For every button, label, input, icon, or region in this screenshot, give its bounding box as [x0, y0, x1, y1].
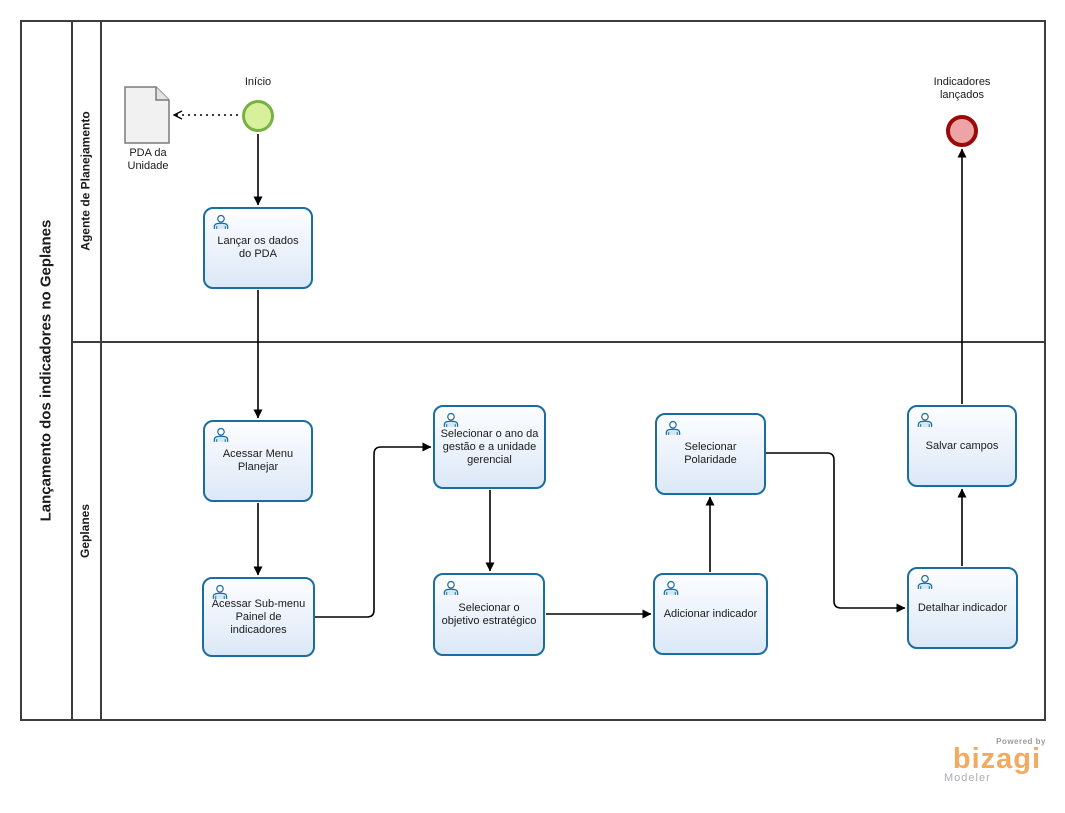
bizagi-logo: bizagi	[952, 743, 1042, 775]
end-event-label: Indicadores lançados	[933, 76, 991, 101]
task-adicionar-indicador[interactable]: Adicionar indicador	[653, 573, 768, 655]
task-label: Selecionar Polaridade	[684, 441, 737, 466]
pool-title-divider	[71, 20, 73, 721]
task-lancar-dados-pda[interactable]: Lançar os dados do PDA	[203, 207, 313, 289]
task-label: Acessar Sub-menu Painel de indicadores	[211, 597, 306, 636]
task-acessar-menu-planejar[interactable]: Acessar Menu Planejar	[203, 420, 313, 502]
task-label: Selecionar o objetivo estratégico	[441, 601, 537, 627]
user-task-icon	[663, 580, 679, 595]
task-label: Selecionar o ano da gestão e a unidade g…	[440, 427, 539, 466]
user-task-icon	[443, 412, 459, 427]
task-selecionar-objetivo[interactable]: Selecionar o objetivo estratégico	[433, 573, 545, 656]
pool-title: Lançamento dos indicadores no Geplanes	[37, 219, 54, 522]
task-label: Lançar os dados do PDA	[217, 235, 299, 260]
task-label: Adicionar indicador	[663, 607, 758, 620]
lane-label-divider	[100, 20, 102, 721]
start-event-label: Início	[244, 76, 272, 88]
user-task-icon	[213, 214, 229, 229]
user-task-icon	[665, 420, 681, 435]
task-label: Salvar campos	[925, 439, 999, 452]
data-object-label: PDA da Unidade	[127, 147, 169, 172]
task-label: Acessar Menu Planejar	[222, 448, 294, 473]
task-salvar-campos[interactable]: Salvar campos	[907, 405, 1017, 487]
task-selecionar-polaridade[interactable]: Selecionar Polaridade	[655, 413, 766, 495]
user-task-icon	[212, 584, 228, 599]
lane-label-agente: Agente de Planejamento	[78, 110, 93, 251]
modeler-text: Modeler	[944, 772, 991, 784]
lane-divider	[71, 341, 1046, 343]
lane-header-geplanes[interactable]: Geplanes	[71, 341, 100, 721]
powered-by-text: Powered by	[996, 737, 1046, 746]
data-object-icon[interactable]	[124, 86, 170, 144]
lane-header-agente[interactable]: Agente de Planejamento	[71, 20, 100, 341]
pool-header[interactable]: Lançamento dos indicadores no Geplanes	[20, 20, 71, 721]
user-task-icon	[443, 580, 459, 595]
task-label: Detalhar indicador	[917, 601, 1008, 614]
task-detalhar-indicador[interactable]: Detalhar indicador	[907, 567, 1018, 649]
task-selecionar-ano-gestao[interactable]: Selecionar o ano da gestão e a unidade g…	[433, 405, 546, 489]
task-acessar-submenu-painel[interactable]: Acessar Sub-menu Painel de indicadores	[202, 577, 315, 657]
lane-label-geplanes: Geplanes	[78, 503, 93, 559]
start-event[interactable]	[242, 100, 274, 132]
end-event[interactable]	[946, 115, 978, 147]
user-task-icon	[917, 574, 933, 589]
bizagi-watermark: Powered by bizagi Modeler	[944, 737, 1050, 784]
user-task-icon	[213, 427, 229, 442]
user-task-icon	[917, 412, 933, 427]
